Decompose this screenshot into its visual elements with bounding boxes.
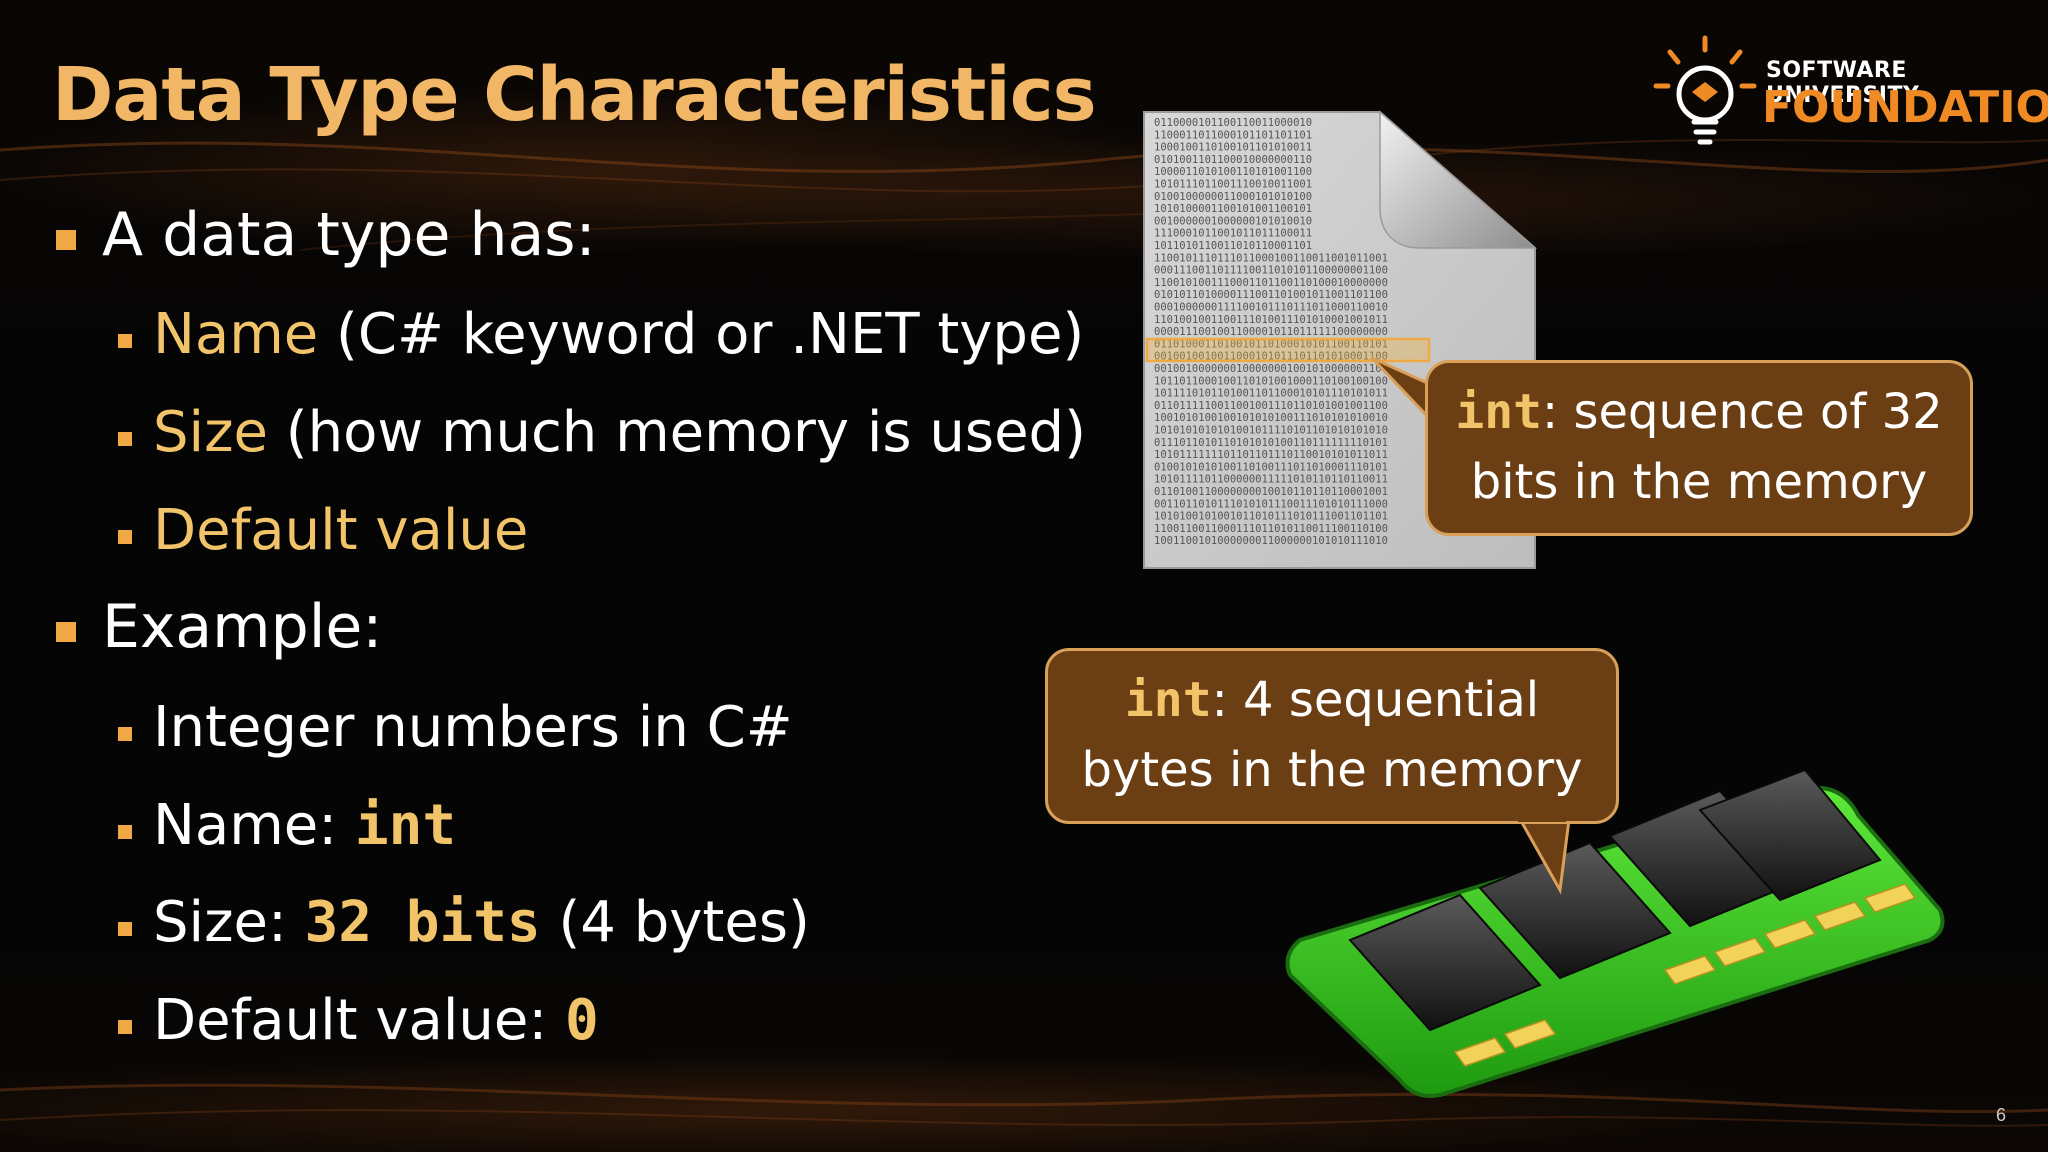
binary-row: 1100101110111011000100110011001011001 <box>1154 252 1388 264</box>
binary-row: 1100011011000101101101101 <box>1154 129 1312 141</box>
callout-bits-code: int <box>1455 384 1543 440</box>
ram-chip <box>1698 770 1882 902</box>
example-default-label: Default value: <box>153 988 566 1053</box>
sub-bullet-marker <box>118 727 132 741</box>
sub-bullet-example-size: Size: 32 bits (4 bytes) <box>153 890 810 955</box>
slide-title: Data Type Characteristics <box>52 52 1097 138</box>
callout-bits-pointer-join <box>1428 398 1460 434</box>
sub-bullet-marker <box>118 334 132 348</box>
example-size-label: Size: <box>153 890 305 955</box>
binary-text: 0110000101100110011000010110001101100010… <box>1154 117 1388 547</box>
binary-row: 0010000001000000101010010 <box>1154 215 1312 227</box>
ram-module-illustration <box>1285 770 1945 1098</box>
name-description: (C# keyword or .NET type) <box>318 302 1085 367</box>
name-highlight: Name <box>153 302 319 367</box>
binary-row: 0110000101100110011000010 <box>1154 117 1312 129</box>
bullet-example: Example: <box>102 592 383 662</box>
binary-row: 1100101001110001101100110100010000000 <box>1154 277 1388 289</box>
example-default-code: 0 <box>565 988 599 1053</box>
binary-row: 1101001001100111010011101010001001011 <box>1154 314 1388 326</box>
binary-row: 0011011010111010101110011101010111000 <box>1154 498 1388 510</box>
binary-row: 1001100101000000011000000101010111010 <box>1154 535 1388 547</box>
binary-row: 0110100110000000010010110110110001001 <box>1154 486 1388 498</box>
binary-row: 0110100011010010110100010101100110101 <box>1154 338 1388 350</box>
binary-row: 1011010110011010110001101 <box>1154 240 1312 252</box>
binary-row: 1010111111101101101110110010101011011 <box>1154 449 1388 461</box>
binary-row: 1010111011001110010011001 <box>1154 179 1312 191</box>
default-highlight: Default value <box>153 498 529 563</box>
binary-row: 0101011010000111001101001011001101100 <box>1154 289 1388 301</box>
binary-row: 1010111101100000011111010110110110011 <box>1154 474 1388 486</box>
binary-row: 1010101010101001011110101101010101010 <box>1154 425 1388 437</box>
ram-chips <box>1348 770 1882 1032</box>
binary-row: 1100110011000111011010110011100110100 <box>1154 523 1388 535</box>
binary-row: 1110001011001011011100011 <box>1154 228 1312 240</box>
callout-bytes-text: : 4 sequential <box>1211 672 1540 728</box>
callout-bits-line2: bits in the memory <box>1470 454 1928 510</box>
binary-row: 1010100101001011010111010111001101101 <box>1154 511 1388 523</box>
sub-bullet-marker <box>118 530 132 544</box>
callout-bits-text: : sequence of 32 <box>1542 384 1943 440</box>
binary-row: 1001010100100101010100111010101010010 <box>1154 412 1388 424</box>
page-number: 6 <box>1995 1105 2006 1125</box>
callout-bytes-line2: bytes in the memory <box>1081 742 1583 798</box>
size-description: (how much memory is used) <box>267 400 1086 465</box>
sub-bullet-name: Name (C# keyword or .NET type) <box>153 302 1084 367</box>
binary-row: 1000011010100110101001100 <box>1154 166 1312 178</box>
highlighted-32-bits <box>1145 337 1431 363</box>
example-name-label: Name: <box>153 793 355 858</box>
binary-row: 0010010010011000101011101101010001100 <box>1154 351 1388 363</box>
binary-row: 0001110011011110011010101100000001100 <box>1154 265 1388 277</box>
lightbulb-icon <box>1653 35 1757 145</box>
ram-chip <box>1348 893 1542 1032</box>
example-name-code: int <box>354 793 457 858</box>
size-highlight: Size <box>153 400 268 465</box>
sub-bullet-marker <box>118 825 132 839</box>
sub-bullet-marker <box>118 432 132 446</box>
sub-bullet-integers: Integer numbers in C# <box>153 695 793 760</box>
bullet-marker <box>56 230 76 250</box>
binary-row: 1011110101101001101100010101110101011 <box>1154 388 1388 400</box>
bullet-data-type-has: A data type has: <box>102 200 596 270</box>
sub-bullet-example-name: Name: int <box>153 793 456 858</box>
ram-gold-contacts <box>1453 883 1917 1067</box>
logo-text-top: SOFTWARE UNIVERSITY <box>1766 58 1920 108</box>
binary-row: 0010010000000100000001001010000001100 <box>1154 363 1388 375</box>
binary-row: 0100100000011000101010100 <box>1154 191 1312 203</box>
example-size-bytes: (4 bytes) <box>540 890 810 955</box>
bullet-marker <box>56 622 76 642</box>
sub-bullet-marker <box>118 922 132 936</box>
callout-bits: int: sequence of 32 bits in the memory <box>1425 360 1973 536</box>
logo-text-bottom: FOUNDATION <box>1762 82 2048 133</box>
binary-row: 1011011000100110101001000110100100100 <box>1154 375 1388 387</box>
binary-row: 1000100110100101101010011 <box>1154 142 1312 154</box>
softuni-logo: SOFTWARE UNIVERSITY FOUNDATION <box>1650 30 2048 160</box>
example-size-code: 32 bits <box>304 890 541 955</box>
sub-bullet-marker <box>118 1020 132 1034</box>
callout-bytes-code: int <box>1124 672 1212 728</box>
callout-bytes-pointer-join <box>1518 810 1566 822</box>
binary-row: 0110111110011001001110110101001001100 <box>1154 400 1388 412</box>
sub-bullet-size: Size (how much memory is used) <box>153 400 1086 465</box>
sub-bullet-default: Default value <box>153 498 528 563</box>
binary-row: 1010100001100101001100101 <box>1154 203 1312 215</box>
callout-bytes: int: 4 sequential bytes in the memory <box>1045 648 1619 824</box>
binary-row: 0101001101100010000000110 <box>1154 154 1312 166</box>
binary-row: 0000111001001100001011011111100000000 <box>1154 326 1388 338</box>
binary-row: 0111011010110101010100110111111110101 <box>1154 437 1388 449</box>
sub-bullet-example-default: Default value: 0 <box>153 988 599 1053</box>
binary-row: 0001000000111100101110111011000110010 <box>1154 302 1388 314</box>
page-fold-icon <box>1379 110 1537 249</box>
binary-row: 0100101010100110100111011010001110101 <box>1154 461 1388 473</box>
